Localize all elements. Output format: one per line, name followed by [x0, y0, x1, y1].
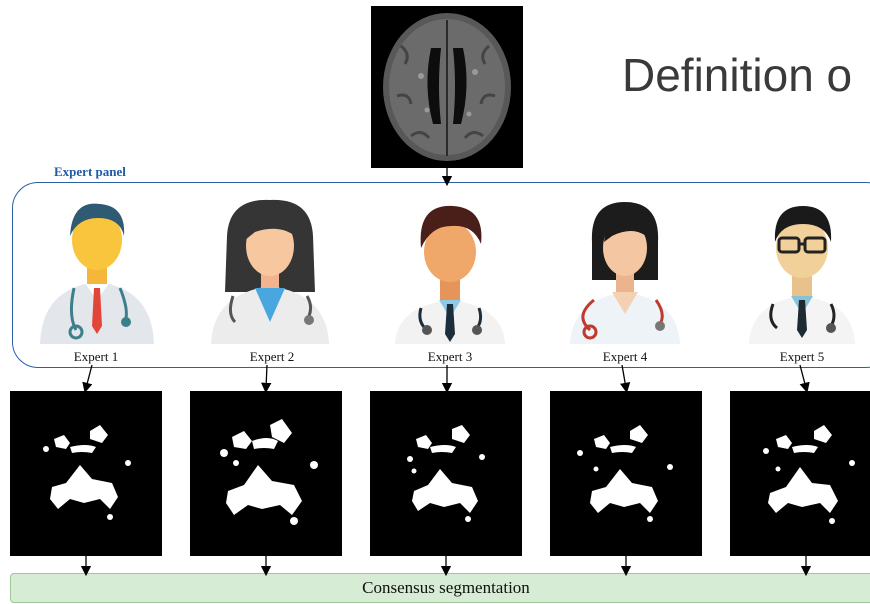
- segmentation-mask-1: [10, 391, 162, 556]
- arrow-expert-1: [82, 364, 93, 394]
- arrow-expert-4: [619, 364, 631, 394]
- expert-panel-label: Expert panel: [54, 164, 126, 179]
- expert-2-label: Expert 2: [249, 349, 295, 364]
- doctor-female-1-icon: [205, 196, 335, 344]
- segmentation-mask-2: [190, 391, 342, 556]
- consensus-segmentation-box: [10, 573, 870, 603]
- arrow-expert-2: [261, 364, 272, 394]
- slide-title: Definition o: [622, 49, 853, 101]
- consensus-segmentation-label: Consensus segmentation: [362, 578, 530, 597]
- doctor-male-2-icon: [385, 196, 515, 344]
- segmentation-mask-5: [730, 391, 870, 556]
- doctor-male-1-icon: [32, 196, 162, 344]
- expert-4-label: Expert 4: [602, 349, 648, 364]
- doctor-female-2-icon: [560, 196, 690, 344]
- doctor-male-3-icon: [737, 196, 867, 344]
- segmentation-mask-3: [370, 391, 522, 556]
- expert-panel-box: [12, 182, 870, 368]
- mri-input-image: [371, 6, 523, 168]
- expert-3-label: Expert 3: [427, 349, 473, 364]
- expert-1-label: Expert 1: [73, 349, 119, 364]
- segmentation-mask-4: [550, 391, 702, 556]
- arrow-expert-5: [799, 364, 810, 394]
- expert-5-label: Expert 5: [779, 349, 825, 364]
